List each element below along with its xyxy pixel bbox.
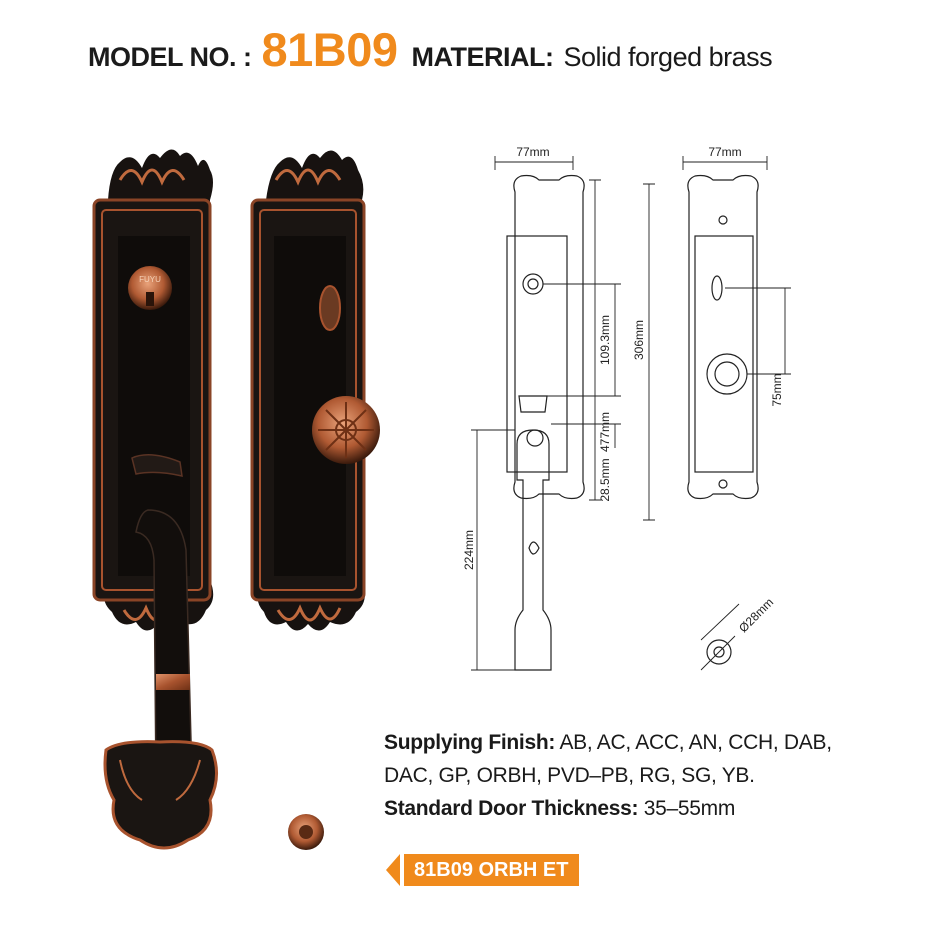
thickness-value: 35–55mm — [643, 797, 736, 820]
dim-front-width: 77mm — [516, 145, 549, 159]
dim-handle-offset: 28.5mm — [598, 458, 612, 501]
finish-label: Supplying Finish: — [384, 731, 556, 754]
material-label: MATERIAL: — [411, 42, 554, 72]
header: MODEL NO. : 81B09 MATERIAL: Solid forged… — [88, 22, 773, 82]
dim-thumbturn-to-knob: 75mm — [770, 373, 784, 406]
model-number: 81B09 — [261, 23, 399, 76]
grip-handle — [103, 509, 218, 850]
dim-cylinder-to-handle: 109.3mm — [598, 315, 612, 365]
finish-line: Supplying Finish: AB, AC, ACC, AN, CCH, … — [384, 726, 924, 759]
cylinder-brand: FUYU — [139, 275, 161, 284]
interior-plate — [250, 150, 380, 631]
thickness-line: Standard Door Thickness: 35–55mm — [384, 792, 924, 825]
exterior-plate: FUYU — [92, 149, 214, 631]
finish-values-1: AB, AC, ACC, AN, CCH, DAB, — [559, 731, 832, 754]
specifications: Supplying Finish: AB, AC, ACC, AN, CCH, … — [384, 726, 924, 825]
variant-tag: 81B09 ORBH ET — [386, 854, 579, 886]
model-label: MODEL NO. : — [88, 42, 252, 72]
dim-back-width: 77mm — [708, 145, 741, 159]
dim-overall-height: 477mm — [598, 412, 612, 452]
tag-arrow-icon — [386, 854, 400, 886]
variant-tag-label: 81B09 ORBH ET — [404, 854, 579, 886]
dim-handle-length: 224mm — [462, 530, 476, 570]
technical-drawing: 77mm 77mm 109.3mm 28.5mm 224mm 306mm 477… — [462, 145, 791, 671]
thickness-label: Standard Door Thickness: — [384, 797, 639, 820]
dim-rosette-diameter: Ø28mm — [736, 595, 776, 635]
dim-plate-height: 306mm — [632, 320, 646, 360]
material-value: Solid forged brass — [563, 42, 773, 72]
finish-values-2: DAC, GP, ORBH, PVD–PB, RG, SG, YB. — [384, 764, 755, 787]
rosette — [288, 814, 324, 850]
product-photo: FUYU — [92, 149, 380, 850]
